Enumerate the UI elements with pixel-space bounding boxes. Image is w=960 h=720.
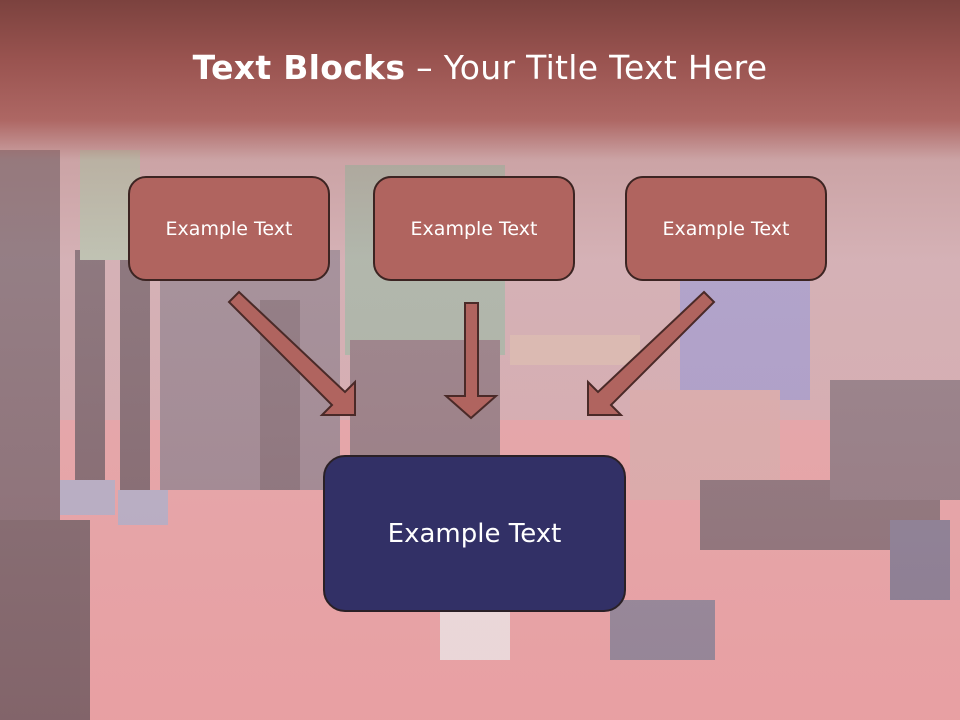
arrow-center (443, 302, 499, 420)
title-rest: Your Title Text Here (443, 48, 768, 87)
text-block-bottom: Example Text (323, 455, 626, 612)
slide-title: Text Blocks – Your Title Text Here (0, 48, 960, 87)
text-block-bottom-label: Example Text (387, 518, 562, 549)
arrow-right (587, 290, 716, 416)
text-block-top-right-label: Example Text (662, 217, 790, 240)
title-dash: – (405, 48, 444, 87)
arrow-left (227, 290, 356, 416)
text-block-top-left: Example Text (128, 176, 330, 281)
text-block-top-right: Example Text (625, 176, 827, 281)
text-block-top-center: Example Text (373, 176, 575, 281)
title-bold: Text Blocks (192, 48, 406, 87)
text-block-top-center-label: Example Text (410, 217, 538, 240)
text-block-top-left-label: Example Text (165, 217, 293, 240)
